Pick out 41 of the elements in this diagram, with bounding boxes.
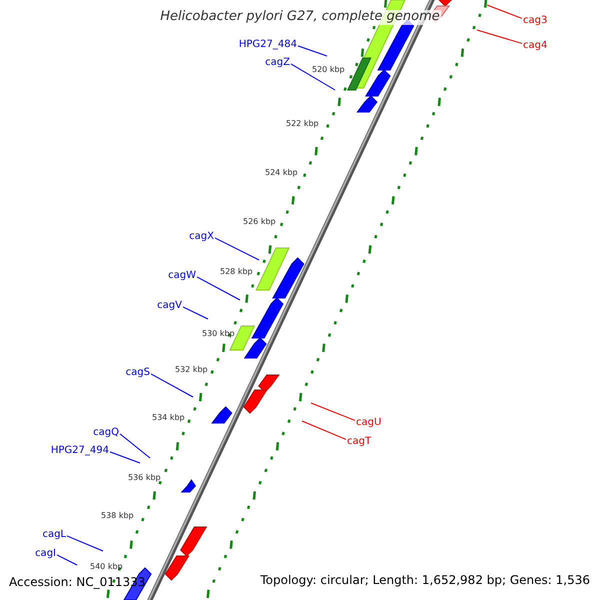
leader-line [214, 237, 260, 260]
leader-line [150, 373, 194, 398]
gene-name: cagT [347, 436, 372, 447]
gene-name: HPG27_494 [50, 445, 109, 456]
tick-label: 538 kbp [101, 511, 134, 520]
tick-label: 526 kbp [243, 217, 276, 226]
leader-line [290, 63, 336, 90]
gene-name: cagS [126, 367, 150, 378]
tick-label: 534 kbp [152, 413, 185, 422]
title: Helicobacter pylori G27, complete genome [158, 10, 442, 25]
leader-line [298, 45, 328, 56]
leader-line [66, 535, 104, 552]
footer-note: Topology: circular; Length: 1,652,982 bp; Genes: 1,536 [260, 574, 590, 588]
tick-label: 532 kbp [175, 365, 208, 374]
leader-line [310, 402, 356, 421]
leader-line [302, 420, 346, 440]
leader-line [182, 306, 208, 320]
gene-name: cagW [168, 270, 196, 281]
leader-line [120, 433, 150, 458]
tick-label: 520 kbp [312, 65, 345, 74]
gene-name: cagZ [265, 57, 290, 68]
leader-line [196, 276, 240, 300]
leader-line [476, 30, 522, 44]
gene-name: cagU [356, 417, 382, 428]
gene-name: cagI [35, 548, 56, 559]
tick-label: 530 kbp [202, 329, 235, 338]
tick-label: 528 kbp [220, 267, 253, 276]
tick-label: 540 kbp [90, 562, 123, 572]
gene-name: HPG27_484 [238, 39, 297, 50]
leader-line [486, 4, 522, 19]
leader-line [56, 554, 78, 566]
gene-name: cag4 [523, 40, 548, 51]
gene-name: cagX [189, 231, 214, 242]
tick-label: 524 kbp [265, 168, 298, 178]
gene-name: cagQ [93, 427, 119, 438]
leader-line [110, 451, 140, 464]
tick-label: 522 kbp [286, 119, 319, 128]
gene-name: cag3 [523, 15, 548, 26]
gene-name: cagV [157, 300, 182, 311]
tick-label: 536 kbp [128, 473, 161, 482]
gene-name: cagL [42, 529, 66, 540]
